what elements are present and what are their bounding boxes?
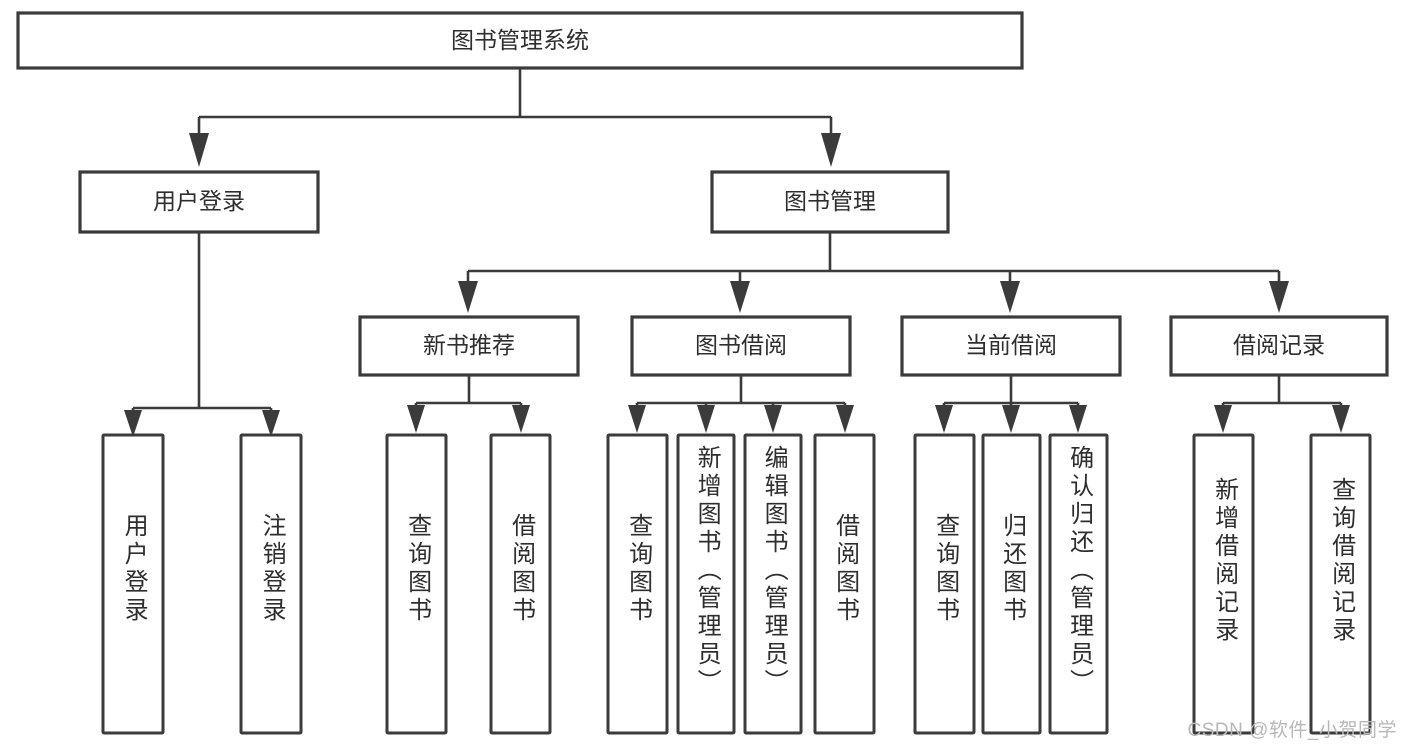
arrowhead-to-leaf-borrow-book-1	[512, 405, 530, 433]
arrowhead-to-leaf-logout-login	[262, 410, 280, 437]
node-book-borrow-box[interactable]	[630, 315, 852, 377]
arrowhead-to-current-borrow	[1000, 281, 1020, 313]
leaf-boxes	[101, 433, 1372, 735]
leaf-user-login-box[interactable]	[101, 433, 165, 735]
arrowhead-to-leaf-add-record	[1214, 405, 1232, 433]
node-current-borrow-box[interactable]	[900, 315, 1122, 377]
arrowhead-to-leaf-user-login	[124, 410, 142, 437]
node-book-mgmt-label: 图书管理	[784, 188, 876, 214]
leaf-logout-login-box[interactable]	[239, 433, 303, 735]
connector-book-mgmt-to-level2	[458, 232, 1289, 313]
leaf-query-book-2-box[interactable]	[606, 433, 669, 735]
csdn-watermark: CSDN @软件_小贺同学	[1187, 720, 1397, 741]
arrowhead-to-leaf-query-book-1	[407, 405, 425, 433]
node-current-borrow-label: 当前借阅	[965, 332, 1057, 358]
node-root-box[interactable]	[16, 11, 1024, 70]
arrowhead-to-borrow-record	[1269, 281, 1289, 313]
arrowhead-to-user-login	[189, 133, 209, 167]
leaf-borrow-book-2-box[interactable]	[813, 433, 876, 735]
leaf-add-book-box[interactable]	[676, 433, 736, 735]
connector-new-book-rec-to-leaves	[407, 375, 530, 433]
node-user-login-label: 用户登录	[153, 188, 245, 214]
arrowhead-to-leaf-confirm-return	[1069, 405, 1087, 433]
node-borrow-record-label: 借阅记录	[1233, 332, 1325, 358]
connector-user-login-to-leaves	[124, 232, 280, 437]
node-new-book-rec-box[interactable]	[358, 315, 580, 377]
node-borrow-record-box[interactable]	[1169, 315, 1389, 377]
node-root-label: 图书管理系统	[451, 27, 589, 53]
node-user-login[interactable]: 用户登录	[78, 170, 320, 234]
arrowhead-to-book-mgmt	[821, 133, 841, 167]
arrowhead-to-leaf-borrow-book-2	[836, 405, 854, 433]
arrowhead-to-leaf-query-record	[1332, 405, 1350, 433]
node-borrow-record[interactable]: 借阅记录	[1169, 315, 1389, 377]
node-book-mgmt[interactable]: 图书管理	[710, 170, 950, 234]
node-book-borrow[interactable]: 图书借阅	[630, 315, 852, 377]
arrowhead-to-leaf-edit-book	[764, 405, 782, 433]
leaf-edit-book-box[interactable]	[743, 433, 803, 735]
connector-current-borrow-to-leaves	[935, 375, 1087, 433]
arrowhead-to-leaf-query-book-2	[628, 405, 646, 433]
arrowhead-to-leaf-query-book-3	[935, 405, 953, 433]
connector-root-to-level1	[189, 68, 841, 167]
leaf-return-book-box[interactable]	[981, 433, 1042, 735]
arrowhead-to-new-book-rec	[458, 281, 478, 313]
leaf-confirm-return-box[interactable]	[1048, 433, 1109, 735]
arrowhead-to-leaf-add-book	[697, 405, 715, 433]
leaf-add-record-box[interactable]	[1192, 433, 1255, 735]
node-current-borrow[interactable]: 当前借阅	[900, 315, 1122, 377]
arrowhead-to-leaf-return-book	[1002, 405, 1020, 433]
node-new-book-rec-label: 新书推荐	[423, 332, 515, 358]
node-root[interactable]: 图书管理系统	[16, 11, 1024, 70]
leaf-query-book-3-box[interactable]	[913, 433, 976, 735]
arrowhead-to-book-borrow	[730, 281, 750, 313]
leaf-borrow-book-1-box[interactable]	[489, 433, 552, 735]
leaf-query-book-1-box[interactable]	[385, 433, 448, 735]
node-new-book-rec[interactable]: 新书推荐	[358, 315, 580, 377]
node-book-borrow-label: 图书借阅	[695, 332, 787, 358]
leaf-query-record-box[interactable]	[1309, 433, 1372, 735]
connector-borrow-record-to-leaves	[1214, 375, 1350, 433]
node-book-mgmt-box[interactable]	[710, 170, 950, 234]
connector-book-borrow-to-leaves	[628, 375, 854, 433]
